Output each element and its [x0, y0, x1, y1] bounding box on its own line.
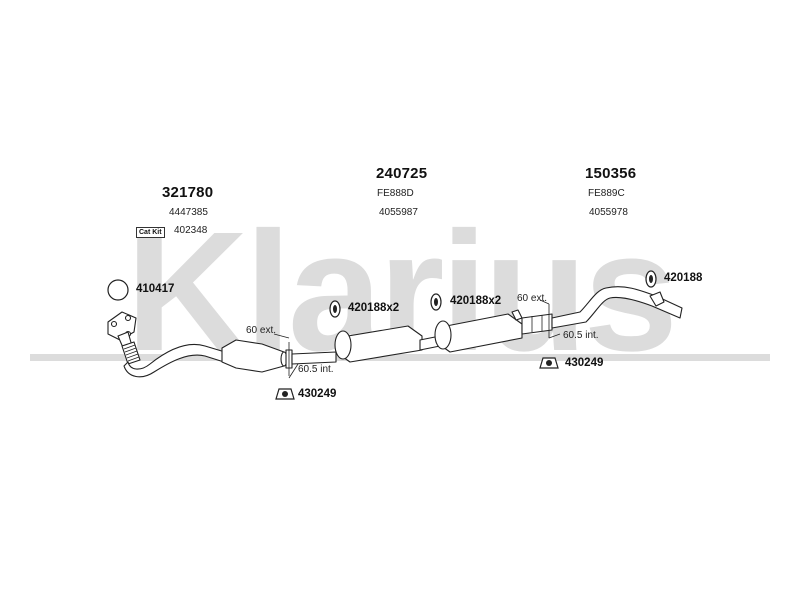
- callout-label: 410417: [136, 283, 175, 295]
- catkit-code: 402348: [174, 225, 208, 236]
- watermark-underline: [30, 354, 770, 361]
- dimension-label: 60 ext.: [246, 325, 277, 336]
- rubber-hanger-icon: [430, 293, 442, 311]
- tail-pipe: [551, 286, 683, 329]
- flex-bellows-lines: [123, 344, 140, 362]
- section-part-number: 240725: [376, 165, 428, 182]
- joint-collar-2: [521, 313, 553, 335]
- pipe-clamp-icon: [539, 357, 559, 369]
- dimension-label: 60.5 int.: [563, 330, 599, 341]
- dimension-label: 60.5 int.: [298, 364, 334, 375]
- rubber-hanger-icon: [645, 270, 657, 288]
- callout-label: 430249: [565, 357, 604, 369]
- section-oem-code: 4447385: [169, 207, 208, 218]
- callout-label: 420188x2: [450, 295, 502, 307]
- section-oem-code: FE889C: [588, 188, 625, 199]
- gasket-ring-icon: [107, 279, 129, 301]
- section-oem-code: FE888D: [377, 188, 414, 199]
- dimension-label: 60 ext.: [517, 293, 548, 304]
- callout-label: 420188x2: [348, 302, 400, 314]
- section-oem-code: 4055987: [379, 207, 418, 218]
- section-part-number: 150356: [585, 165, 637, 182]
- catkit-badge: Cat Kit: [136, 227, 165, 238]
- middle-silencer-end: [334, 330, 352, 360]
- centre-pipe: [291, 351, 337, 365]
- tail-hanger-bracket: [649, 291, 665, 307]
- rubber-hanger-icon: [329, 300, 341, 318]
- section-oem-code: 4055978: [589, 207, 628, 218]
- callout-label: 420188: [664, 272, 703, 284]
- callout-label: 430249: [298, 388, 337, 400]
- catalytic-converter: [221, 339, 285, 373]
- rear-silencer-end: [434, 320, 452, 350]
- pipe-clamp-icon: [275, 388, 295, 400]
- section-part-number: 321780: [162, 184, 214, 201]
